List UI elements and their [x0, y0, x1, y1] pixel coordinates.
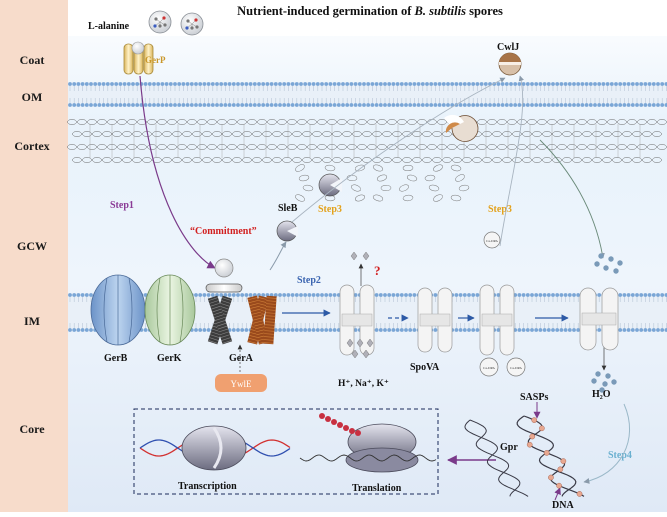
step3-right-label: Step3 — [488, 204, 512, 215]
layer-label-core: Core — [19, 422, 45, 436]
layer-label-coat: Coat — [20, 53, 45, 67]
dpa-release-arrow — [539, 139, 605, 259]
gerk-label: GerK — [157, 353, 182, 364]
svg-text:Ca-DPA: Ca-DPA — [483, 366, 495, 370]
ca-dpa-channel-right: Ca-DPA — [506, 357, 526, 377]
gerk-receptor — [144, 274, 196, 346]
l-alanine-label: L-alanine — [88, 21, 130, 32]
step4-label: Step4 — [608, 450, 632, 461]
transcription-label: Transcription — [178, 481, 237, 492]
translation-label: Translation — [352, 483, 402, 494]
spova-channels — [339, 284, 619, 356]
water-molecules — [591, 253, 623, 393]
ywle-box: YwlE — [215, 374, 267, 392]
gerp-label: GerP — [145, 55, 166, 65]
gerb-label: GerB — [104, 353, 128, 364]
sleb-cortex-enzyme — [318, 173, 342, 197]
gera-receptor — [205, 258, 277, 345]
cortex-arrow — [291, 77, 506, 223]
gene-expression-box — [133, 408, 439, 495]
sleb-label: SleB — [278, 203, 298, 214]
step1-label: Step1 — [110, 200, 134, 211]
diagram-title: Nutrient-induced germination of B. subti… — [237, 4, 503, 18]
outer-membrane — [68, 82, 667, 107]
svg-text:Ca-DPA: Ca-DPA — [486, 239, 498, 243]
step2-label: Step2 — [297, 275, 321, 286]
cwlj-enzyme — [498, 52, 522, 76]
sasps-label: SASPs — [520, 392, 548, 403]
ion-markers — [346, 251, 374, 359]
ions-label: H⁺, Na⁺, K⁺ — [338, 379, 389, 389]
question-mark: ? — [374, 263, 381, 278]
svg-text:Ca-DPA: Ca-DPA — [510, 366, 522, 370]
layer-label-om: OM — [22, 90, 43, 104]
dna-arrow — [554, 487, 561, 501]
cwlj-label: CwlJ — [497, 42, 519, 53]
ca-dpa-channel-left: Ca-DPA — [479, 357, 499, 377]
layer-label-gcw: GCW — [17, 239, 47, 253]
step1-arrow — [139, 75, 216, 269]
layer-labels: Coat OM Cortex GCW IM Core — [14, 53, 49, 436]
layer-label-column — [0, 0, 68, 512]
gera-label: GerA — [229, 353, 254, 364]
sleb-enzyme — [276, 220, 298, 242]
cwlj-arrow — [499, 75, 524, 247]
step3-left-label: Step3 — [318, 204, 342, 215]
gerb-receptor — [90, 274, 146, 346]
layer-label-cortex: Cortex — [14, 139, 49, 153]
gpr-label: Gpr — [500, 442, 518, 453]
sasp-dna-helix — [464, 415, 585, 497]
step4-arrow — [583, 403, 630, 484]
gene-expression-illustration — [139, 413, 437, 473]
sleb-arrow — [269, 241, 287, 271]
spova-label: SpoVA — [410, 362, 440, 373]
ca-dpa-outside: Ca-DPA — [483, 231, 501, 249]
ywle-label: YwlE — [231, 379, 252, 389]
layer-label-im: IM — [24, 314, 40, 328]
l-alanine-molecules — [148, 10, 204, 36]
gerp-channel — [123, 41, 154, 75]
water-label: H₂O — [592, 389, 611, 400]
dna-label: DNA — [552, 500, 574, 511]
cwlj-cortex-enzyme — [444, 114, 479, 142]
pathway-arrows — [139, 75, 630, 501]
commitment-label: “Commitment” — [190, 226, 257, 237]
